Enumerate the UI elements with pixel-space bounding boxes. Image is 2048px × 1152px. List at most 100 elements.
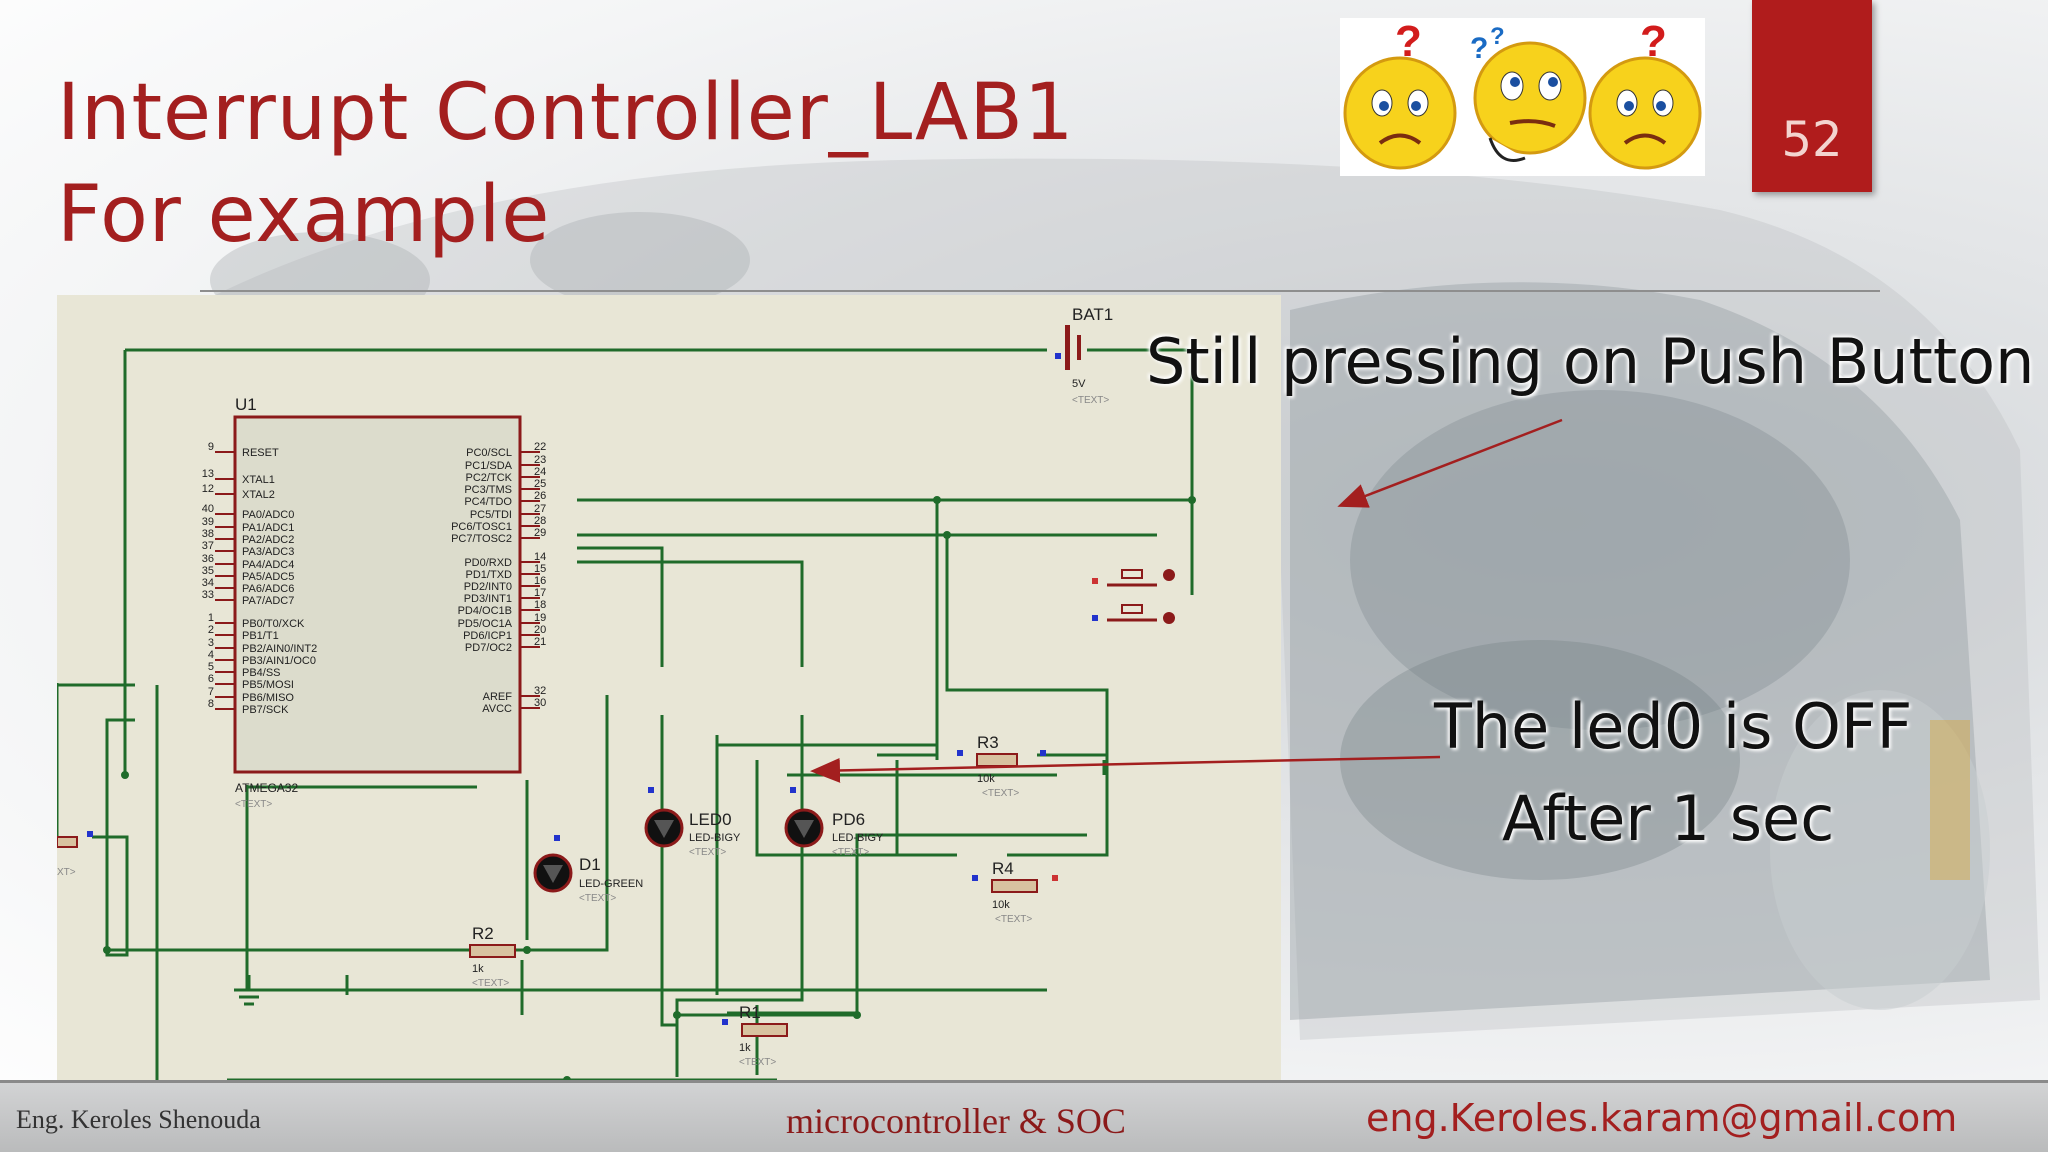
chip-pin-number: 24 xyxy=(534,466,546,478)
chip-pin-number: 15 xyxy=(534,563,546,575)
led-callout-line-2: After 1 sec xyxy=(1502,782,1835,855)
chip-pin-number: 25 xyxy=(534,478,546,490)
chip-pin-number: 18 xyxy=(534,599,546,611)
r3-text-tag: <TEXT> xyxy=(982,788,1019,799)
chip-pin-name: AREF xyxy=(483,691,513,703)
chip-pin-number: 23 xyxy=(534,454,546,466)
r2-text-tag: <TEXT> xyxy=(472,978,509,989)
chip-pin-number: 4 xyxy=(208,649,214,661)
edge-resistor-stub: XT> xyxy=(57,831,93,878)
battery-value: 5V xyxy=(1072,378,1086,390)
led0-part: LED-BIGY xyxy=(689,832,741,844)
svg-text:?: ? xyxy=(1490,23,1505,50)
chip-pin-name: PD6/ICP1 xyxy=(463,630,512,642)
chip-pin-number: 5 xyxy=(208,661,214,673)
chip-pin-number: 2 xyxy=(208,624,214,636)
chip-pin-number: 39 xyxy=(202,516,214,528)
slide-title-line-1: Interrupt Controller_LAB1 xyxy=(57,68,1075,158)
chip-pin-name: PC7/TOSC2 xyxy=(451,533,512,545)
chip-pin-name: PD7/OC2 xyxy=(465,642,512,654)
chip-pin-name: PC0/SCL xyxy=(466,447,512,459)
chip-pin-name: PC5/TDI xyxy=(470,509,512,521)
chip-pin-number: 12 xyxy=(202,483,214,495)
chip-pin-name: PD2/INT0 xyxy=(464,581,512,593)
chip-pin-name: PB5/MOSI xyxy=(242,679,294,691)
confused-faces-image: ? ? ? ? xyxy=(1340,17,1705,176)
push-button-2 xyxy=(1092,604,1175,624)
svg-text:?: ? xyxy=(1470,32,1488,65)
push-button-1 xyxy=(1092,569,1175,587)
chip-pin-number: 1 xyxy=(208,612,214,624)
r1-ref: R1 xyxy=(739,1003,761,1022)
chip-pin-name: PB4/SS xyxy=(242,667,281,679)
svg-text:?: ? xyxy=(1640,18,1667,66)
chip-pin-number: 35 xyxy=(202,565,214,577)
chip-pin-name: AVCC xyxy=(482,703,512,715)
chip-pin-name: XTAL2 xyxy=(242,489,275,501)
resistor-r1: R1 1k <TEXT> xyxy=(722,1003,788,1068)
thinking-face-icon: ? ? xyxy=(1470,23,1587,162)
resistor-r4: R4 10k <TEXT> xyxy=(972,859,1058,925)
chip-pin-number: 3 xyxy=(208,637,214,649)
chip-pin-number: 33 xyxy=(202,589,214,601)
chip-pin-name: PD1/TXD xyxy=(466,569,513,581)
chip-pin-name: RESET xyxy=(242,447,279,459)
r2-value: 1k xyxy=(472,963,484,975)
chip-pin-name: PB6/MISO xyxy=(242,692,294,704)
r3-value: 10k xyxy=(977,773,995,785)
chip-pin-number: 16 xyxy=(534,575,546,587)
led-pd6: PD6 LED-BIGY <TEXT> xyxy=(784,787,884,858)
led-d1: D1 LED-GREEN <TEXT> xyxy=(533,835,643,904)
page-number-tab: 52 xyxy=(1752,0,1872,192)
chip-pin-name: PA6/ADC6 xyxy=(242,583,294,595)
d1-ref: D1 xyxy=(579,855,601,874)
r3-ref: R3 xyxy=(977,733,999,752)
worried-face-icon: ? xyxy=(1588,17,1702,170)
chip-pin-name: PA7/ADC7 xyxy=(242,595,294,607)
footer-course: microcontroller & SOC xyxy=(786,1101,1126,1141)
led-callout-line-1: The led0 is OFF xyxy=(1434,690,1913,763)
chip-pin-name: PA3/ADC3 xyxy=(242,546,294,558)
chip-pin-number: 7 xyxy=(208,686,214,698)
chip-pin-name: PA1/ADC1 xyxy=(242,522,294,534)
title-divider xyxy=(200,290,1880,292)
chip-pin-name: PC3/TMS xyxy=(464,484,512,496)
d1-part: LED-GREEN xyxy=(579,878,643,890)
chip-pin-name: XTAL1 xyxy=(242,474,275,486)
wires xyxy=(57,348,1194,1082)
led0-ref: LED0 xyxy=(689,810,732,829)
chip-pin-number: 38 xyxy=(202,528,214,540)
chip-ref: U1 xyxy=(235,395,257,414)
chip-part: ATMEGA32 xyxy=(235,781,298,795)
r4-text-tag: <TEXT> xyxy=(995,914,1032,925)
chip-pin-number: 28 xyxy=(534,515,546,527)
chip-pin-number: 37 xyxy=(202,540,214,552)
chip-pin-name: PD5/OC1A xyxy=(458,618,513,630)
chip-pin-name: PA2/ADC2 xyxy=(242,534,294,546)
chip-pin-number: 20 xyxy=(534,624,546,636)
chip-pin-name: PB3/AIN1/OC0 xyxy=(242,655,316,667)
chip-pin-name: PB7/SCK xyxy=(242,704,289,716)
